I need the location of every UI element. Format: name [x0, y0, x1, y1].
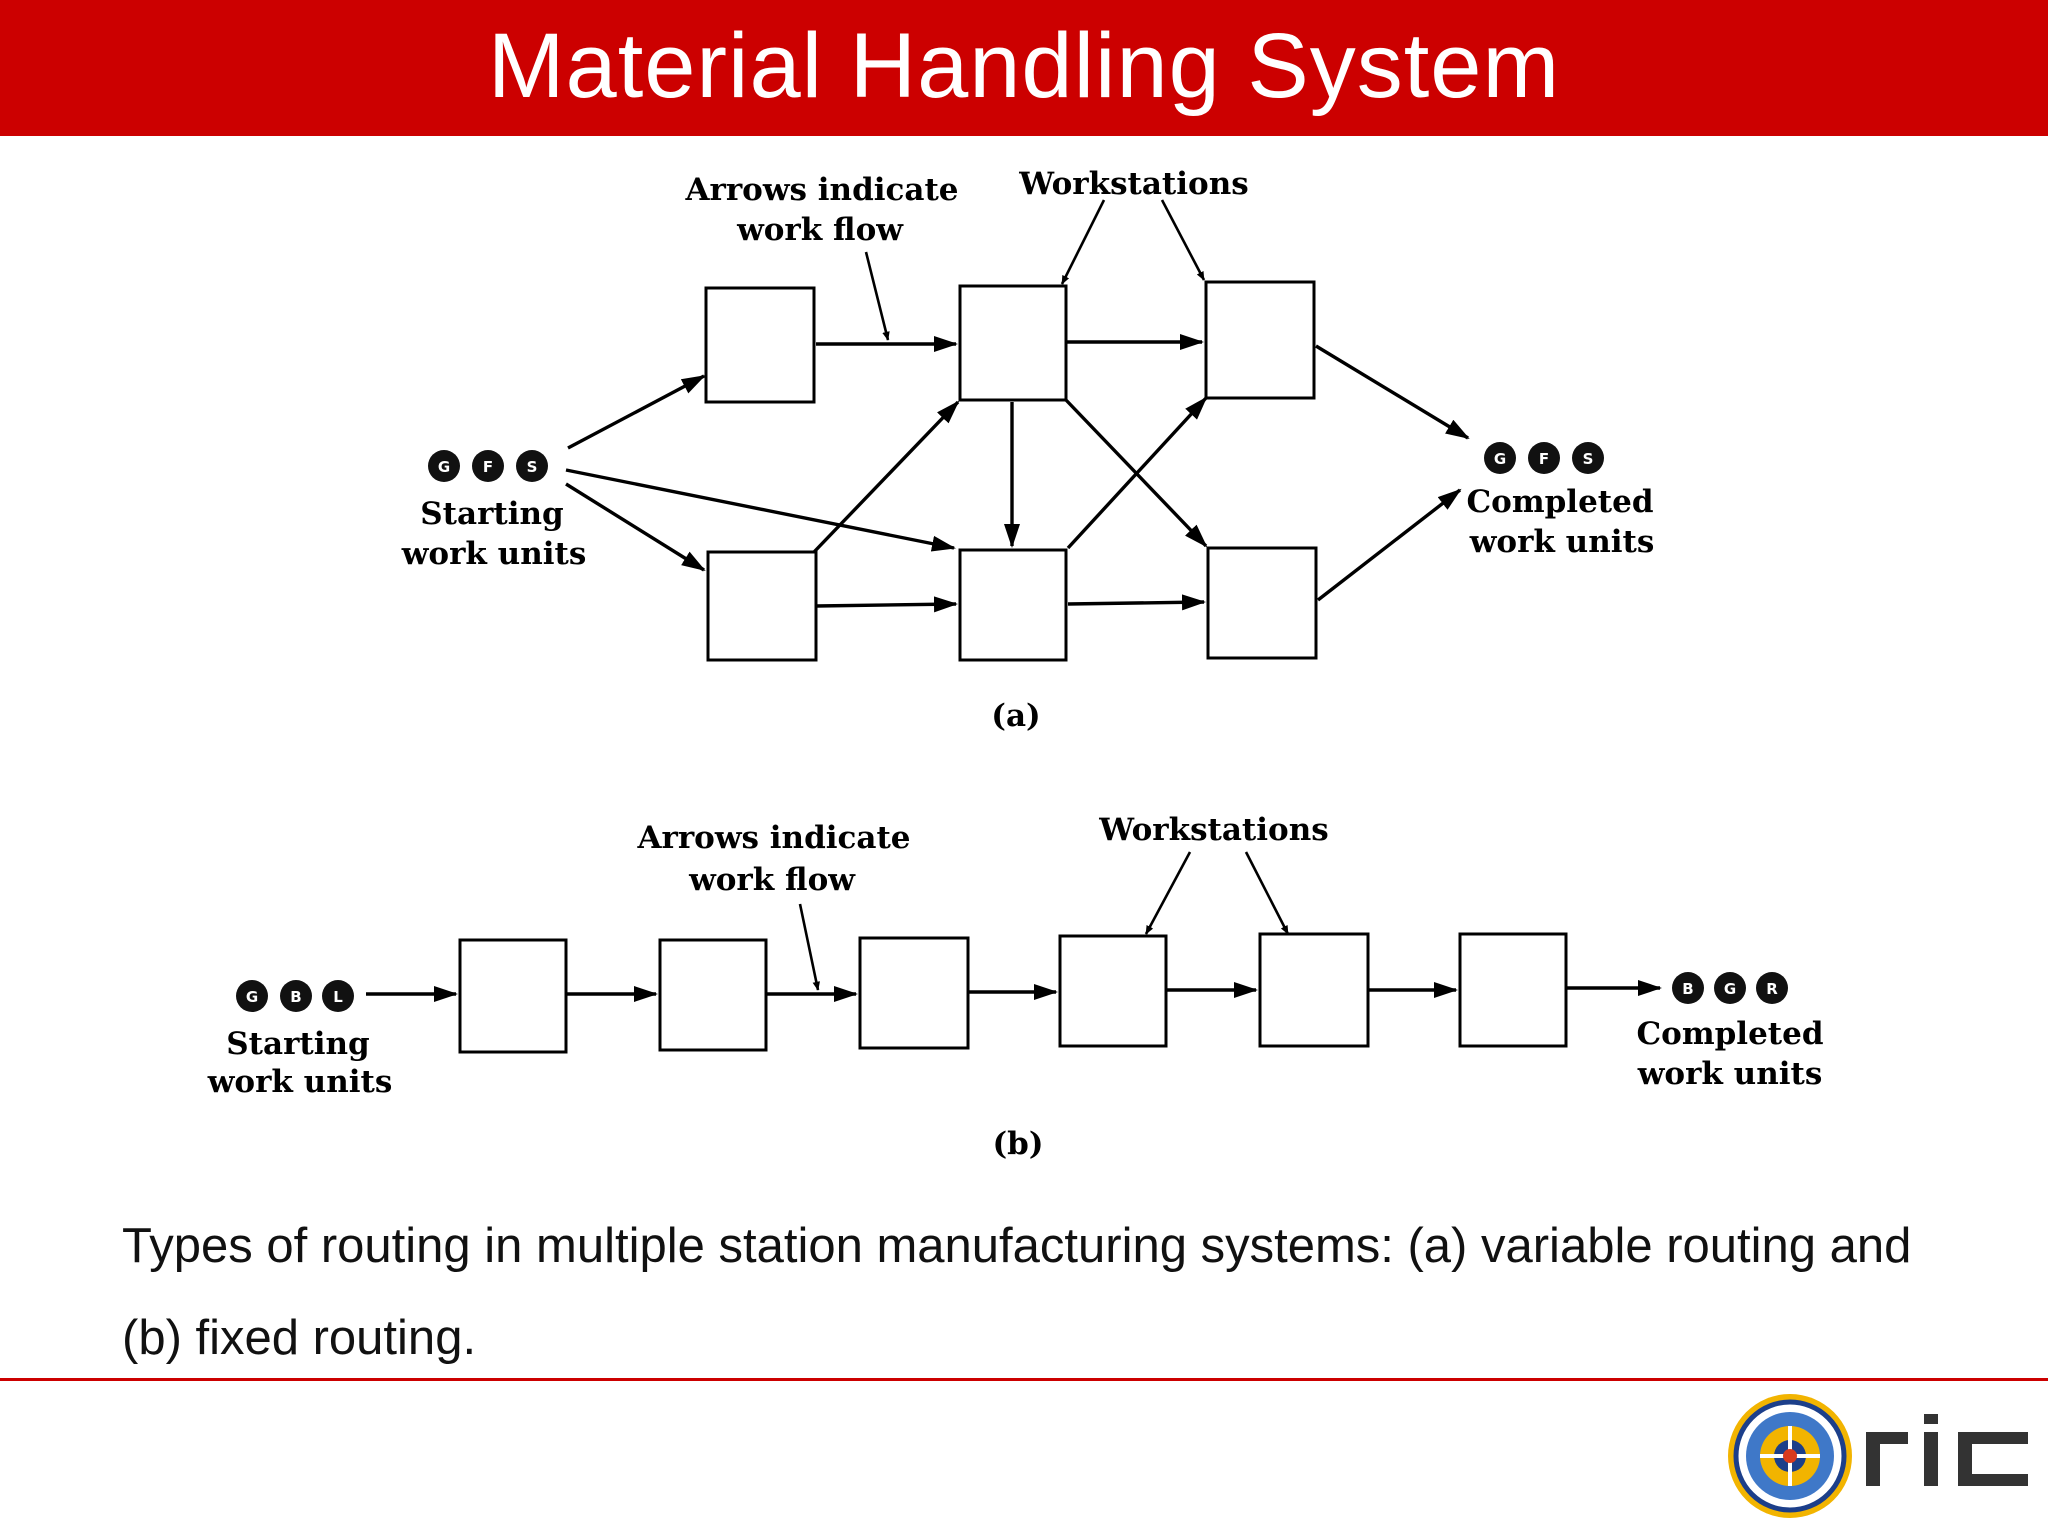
work-unit-icon [516, 450, 548, 482]
work-unit-letter: L [333, 988, 343, 1006]
diagram-a: Arrows indicate work flow Workstations S… [401, 166, 1655, 734]
workstation-b2 [658, 938, 768, 1052]
workstation-b5 [1258, 932, 1370, 1048]
work-unit-letter: G [438, 458, 450, 476]
work-unit-icon [1714, 972, 1746, 1004]
sublabel-a: (a) [991, 698, 1040, 734]
work-unit-icon [1672, 972, 1704, 1004]
workstation-a3 [1204, 280, 1316, 400]
arrows-label-line2: work flow [736, 212, 904, 248]
flow-arrow [565, 482, 706, 572]
work-unit-icon [322, 980, 354, 1012]
completed-work-units: G F S [1484, 442, 1604, 474]
flow-arrow [815, 596, 958, 613]
starting-work-units: G B L [236, 980, 354, 1012]
work-unit-icon [428, 450, 460, 482]
work-unit-letter: S [527, 458, 538, 476]
starting-label-line2: work units [207, 1064, 393, 1100]
completed-label-line1: Completed [1636, 1016, 1823, 1052]
rit-wordmark [1866, 1414, 2028, 1486]
flow-arrow [1066, 396, 1208, 550]
workstation-a6 [1206, 546, 1318, 660]
title-bar: Material Handling System [0, 0, 2048, 136]
arrows-label-line2: work flow [688, 862, 856, 898]
workstation-a5 [958, 548, 1068, 662]
work-unit-icon [1572, 442, 1604, 474]
workstation-a2 [958, 284, 1068, 402]
flow-arrow [812, 400, 960, 554]
routing-diagrams: Arrows indicate work flow Workstations S… [207, 166, 1824, 1162]
work-unit-icon [1756, 972, 1788, 1004]
institute-logo [1728, 1394, 2028, 1518]
work-unit-letter: S [1583, 450, 1594, 468]
workstation-b1 [458, 938, 568, 1054]
diagram-b: Arrows indicate work flow Workstations S… [207, 812, 1824, 1162]
starting-label-line1: Starting [420, 496, 563, 532]
work-unit-letter: F [483, 458, 493, 476]
starting-label-line1: Starting [226, 1026, 369, 1062]
work-unit-icon [236, 980, 268, 1012]
pointer-line [1160, 199, 1206, 281]
flow-arrow [1315, 344, 1470, 440]
workstation-b6 [1458, 932, 1568, 1048]
completed-work-units: B G R [1672, 972, 1788, 1004]
page-title: Material Handling System [487, 14, 1561, 117]
workstation-a1 [704, 286, 816, 404]
work-unit-letter: B [290, 988, 301, 1006]
work-unit-letter: G [1494, 450, 1506, 468]
work-unit-letter: B [1682, 980, 1693, 998]
pointer-line [798, 903, 820, 991]
work-unit-icon [1484, 442, 1516, 474]
pointer-line [1060, 199, 1106, 285]
workstation-b3 [858, 936, 970, 1050]
work-unit-letter: R [1766, 980, 1778, 998]
work-unit-icon [472, 450, 504, 482]
completed-label-line1: Completed [1466, 484, 1653, 520]
figure-caption: Types of routing in multiple station man… [122, 1219, 1912, 1365]
flow-arrow [567, 374, 706, 450]
starting-label-line2: work units [401, 536, 587, 572]
completed-label-line2: work units [1637, 1056, 1823, 1092]
work-unit-letter: G [1724, 980, 1736, 998]
sublabel-b: (b) [992, 1126, 1043, 1162]
work-unit-icon [1528, 442, 1560, 474]
footer-divider [0, 1378, 2048, 1381]
workstations-label: Workstations [1098, 812, 1328, 848]
institute-seal-icon [1728, 1394, 1852, 1518]
flow-arrow [1316, 488, 1462, 602]
arrows-label-line1: Arrows indicate [684, 172, 958, 208]
flow-arrow [1067, 594, 1206, 611]
work-unit-letter: F [1539, 450, 1549, 468]
pointer-line [1144, 851, 1192, 935]
arrows-label-line1: Arrows indicate [636, 820, 910, 856]
completed-label-line2: work units [1469, 524, 1655, 560]
work-unit-icon [280, 980, 312, 1012]
flow-arrow [565, 468, 956, 552]
pointer-line [1244, 851, 1290, 935]
workstation-a4 [706, 550, 818, 662]
pointer-line [864, 251, 890, 341]
starting-work-units: G F S [428, 450, 548, 482]
work-unit-letter: G [246, 988, 258, 1006]
workstation-b4 [1058, 934, 1168, 1048]
workstations-label: Workstations [1018, 166, 1248, 202]
